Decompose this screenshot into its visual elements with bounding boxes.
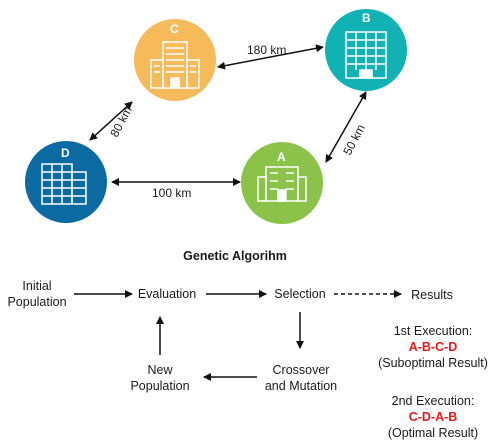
edge-c-b <box>217 44 324 70</box>
first-execution-block: 1st Execution: A-B-C-D (Suboptimal Resul… <box>366 323 500 371</box>
second-execution-heading: 2nd Execution: <box>391 394 475 408</box>
edge-label-c-d: 80 km <box>107 104 135 139</box>
new-population-line1: New <box>147 363 173 377</box>
initial-population-line2: Population <box>7 295 67 309</box>
node-d: D <box>25 141 107 223</box>
node-a-label: A <box>277 150 286 164</box>
node-a-circle <box>241 142 323 224</box>
node-b: B <box>325 9 407 91</box>
node-c: C <box>134 19 216 101</box>
selection-label: Selection <box>274 287 326 301</box>
first-execution-route: A-B-C-D <box>408 340 458 354</box>
node-b-label: B <box>362 11 371 25</box>
edge-label-a-b: 50 km <box>340 122 368 157</box>
second-execution-route: C-D-A-B <box>408 410 458 424</box>
first-execution-note: (Suboptimal Result) <box>378 356 488 370</box>
building-icon <box>150 41 200 89</box>
edge-label-c-b: 180 km <box>247 43 286 57</box>
node-d-label: D <box>61 146 70 160</box>
edge-label-d-a: 100 km <box>152 186 191 200</box>
edge-c-d <box>89 101 133 141</box>
building-icon <box>41 163 87 205</box>
node-a: A <box>241 142 323 224</box>
initial-population-label: Initial Population <box>0 278 74 310</box>
second-execution-block: 2nd Execution: C-D-A-B (Optimal Result) <box>366 393 500 441</box>
evaluation-label: Evaluation <box>137 287 197 301</box>
node-c-label: C <box>170 22 179 36</box>
building-icon <box>257 166 307 202</box>
results-label: Results <box>411 288 453 302</box>
initial-population-line1: Initial <box>22 279 52 293</box>
new-population-line2: Population <box>130 379 190 393</box>
edge-a-b <box>325 91 367 163</box>
crossover-line1: Crossover <box>272 363 330 377</box>
crossover-label: Crossover and Mutation <box>252 362 350 394</box>
new-population-label: New Population <box>118 362 202 394</box>
second-execution-note: (Optimal Result) <box>387 426 479 440</box>
building-icon <box>345 31 387 79</box>
flow-title: Genetic Algorihm <box>183 249 287 263</box>
crossover-line2: and Mutation <box>264 379 338 393</box>
first-execution-heading: 1st Execution: <box>393 324 473 338</box>
